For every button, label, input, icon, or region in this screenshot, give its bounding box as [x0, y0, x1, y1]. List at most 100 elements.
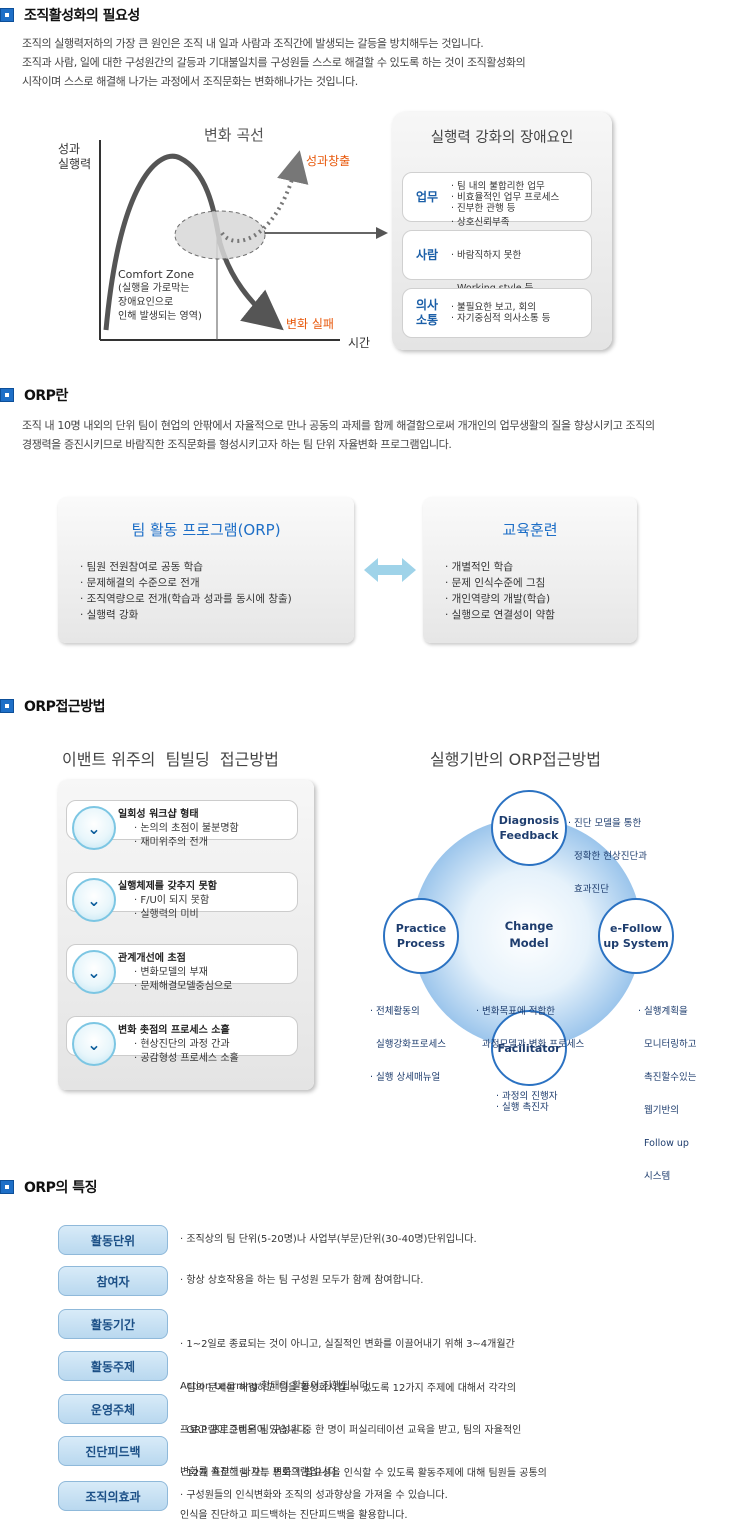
section-title-text: ORP접근방법	[24, 699, 105, 715]
paragraph-line: 조직의 실행력저하의 가장 큰 원인은 조직 내 일과 사람과 조직간에 발생되…	[22, 37, 484, 50]
feature-line: · 1~2일로 종료되는 것이 아니고, 실질적인 변화를 이끌어내기 위해 3…	[180, 1339, 515, 1350]
obstacles-title: 실행력 강화의 장애요인	[430, 130, 574, 146]
y-label-line: 실행력	[58, 157, 92, 171]
approach-item-head: 변화 촛점의 프로세스 소홀	[118, 1025, 230, 1036]
feature-text: · 12개 프로그램 모두 변화의 필요성을 인식할 수 있도록 활동주제에 대…	[180, 1439, 547, 1537]
list-item: · 실행으로 연결성이 약함	[445, 609, 555, 621]
x-axis-label: 시간	[348, 336, 371, 350]
practice-note: · 전체활동의 실행강화프로세스 · 실행 상세매뉴얼	[370, 984, 446, 1094]
feature-line: · 조직상의 팀 단위(5-20명)나 사업부(부문)단위(30-40명)단위입…	[180, 1234, 477, 1245]
feature-line: · 12개 프로그램 모두 변화의 필요성을 인식할 수 있도록 활동주제에 대…	[180, 1468, 547, 1479]
note-line: · 전체활동의	[370, 1006, 420, 1017]
obstacle-row-work: 업무 · 팀 내의 불합리한 업무 · 비효율적인 업무 프로세스 · 진부한 …	[402, 172, 592, 222]
feature-text: · ORP 프로그램은 팀 구성원 중 한 명이 퍼실리테이션 교육을 받고, …	[180, 1396, 521, 1494]
list-item: · 팀원 전원참여로 공동 학습	[80, 561, 203, 573]
note-line: 효과진단	[568, 884, 609, 895]
obstacle-row-communication: 의사 소통 · 불필요한 보고, 회의 · 자기중심적 의사소통 등	[402, 288, 592, 338]
obstacle-items: · 불필요한 보고, 회의 · 자기중심적 의사소통 등	[451, 302, 550, 324]
change-model-center: Change Model	[491, 918, 567, 952]
obstacle-head: 업무	[403, 190, 451, 205]
node-line: Practice	[395, 922, 447, 935]
feature-label: 조직의효과	[58, 1481, 168, 1511]
square-bullet-icon	[0, 1180, 14, 1194]
approach-item-line: · 실행력의 미비	[134, 909, 199, 920]
square-bullet-icon	[0, 699, 14, 713]
approach-item-text: 변화 촛점의 프로세스 소홀 · 현상진단의 과정 간과 · 공감형성 프로세스…	[118, 1024, 239, 1066]
node-line: Model	[509, 936, 549, 950]
node-line: Process	[396, 937, 446, 950]
diagnosis-note: · 진단 모델을 통한 정확한 현상진단과 효과진단	[568, 796, 647, 906]
feature-label: 진단피드백	[58, 1436, 168, 1466]
orp-program-title: 팀 활동 프로그램(ORP)	[131, 521, 281, 539]
feature-line: · ORP 프로그램은 팀 구성원 중 한 명이 퍼실리테이션 교육을 받고, …	[180, 1425, 522, 1436]
training-box: 교육훈련 · 개별적인 학습 · 문제 인식수준에 그침 · 개인역량의 개발(…	[423, 497, 637, 643]
node-line: e-Follow	[610, 922, 662, 935]
list-item: · 조직역량으로 전개(학습과 성과를 동시에 창출)	[80, 593, 292, 605]
approach-item-line: · 재미위주의 전개	[134, 837, 208, 848]
feature-line: 인식을 진단하고 피드백하는 진단피드백을 활용합니다.	[180, 1510, 408, 1521]
comfort-zone-label: Comfort Zone (실행을 가로막는 장애요인으로 인해 발생되는 영역…	[118, 268, 202, 324]
section-title-text: ORP의 특징	[24, 1180, 97, 1196]
orp-program-list: · 팀원 전원참여로 공동 학습 · 문제해결의 수준으로 전개 · 조직역량으…	[80, 559, 292, 623]
section-title-orp: ORP란	[0, 384, 68, 406]
obstacle-head-line: 업무	[415, 189, 439, 204]
approach-item-line: · 문제해결모델중심으로	[134, 981, 233, 992]
feature-line: 변화를 촉진해 나가는 프로그램입니다.	[180, 1467, 340, 1478]
feature-text: · 구성원들의 인식변화와 조직의 성과향상을 가져올 수 있습니다.	[180, 1489, 448, 1503]
feature-line: · 팀의 문제를 해결하고 팀을 활성화시킬 수 있도록 12가지 주제에 대해…	[180, 1383, 517, 1394]
note-line: 과정모델과 변화 프로세스	[476, 1039, 585, 1050]
feature-line: Action Learning 형태의 활동이 진행됩니다.	[180, 1381, 372, 1392]
obstacle-head: 의사 소통	[403, 298, 451, 328]
obstacles-panel: 실행력 강화의 장애요인 업무 · 팀 내의 불합리한 업무 · 비효율적인 업…	[392, 112, 612, 350]
success-label: 성과창출	[306, 154, 351, 168]
note-line: 웹기반의	[638, 1105, 679, 1116]
note-line: · 변화목표에 적합한	[476, 1006, 555, 1017]
orp-paragraph: 조직 내 10명 내외의 단위 팀이 현업의 안팎에서 자율적으로 만나 공동의…	[22, 416, 655, 454]
feature-label: 운영주체	[58, 1394, 168, 1424]
success-curve	[220, 150, 309, 243]
curve-title: 변화 곡선	[204, 126, 264, 144]
obstacle-head-line: 의사	[415, 298, 439, 312]
change-model-note: · 변화목표에 적합한 과정모델과 변화 프로세스	[476, 984, 584, 1061]
obstacle-items: · 팀 내의 불합리한 업무 · 비효율적인 업무 프로세스 · 진부한 관행 …	[451, 181, 559, 214]
node-line: Diagnosis	[498, 814, 560, 827]
section-title-approach: ORP접근방법	[0, 695, 105, 717]
note-line: Follow up	[638, 1138, 689, 1149]
list-item: · 개인역량의 개발(학습)	[445, 593, 551, 605]
note-line: · 실행 촉진자	[496, 1102, 549, 1113]
obstacle-item: · 바람직하지 못한	[451, 249, 522, 261]
paragraph-line: 조직 내 10명 내외의 단위 팀이 현업의 안팎에서 자율적으로 만나 공동의…	[22, 419, 655, 432]
training-list: · 개별적인 학습 · 문제 인식수준에 그침 · 개인역량의 개발(학습) ·…	[445, 559, 555, 623]
facilitator-node: Facilitator	[491, 1010, 567, 1086]
note-line: · 진단 모델을 통한	[568, 818, 642, 829]
list-item: · 개별적인 학습	[445, 561, 513, 573]
e-follow-up-note: · 실행계획을 모니터링하고 촉진할수있는 웹기반의 Follow up 시스템	[638, 984, 696, 1193]
event-approach-panel	[58, 780, 314, 1090]
note-line: 정확한 현상진단과	[568, 851, 647, 862]
event-approach-title: 이밴트 위주의 팀빌딩 접근방법	[62, 750, 279, 769]
section-title-text: 조직활성화의 필요성	[24, 8, 140, 24]
list-item: · 문제 인식수준에 그침	[445, 577, 546, 589]
approach-item-line: · 논의의 초점이 불분명함	[134, 823, 239, 834]
section-title-features: ORP의 특징	[0, 1176, 97, 1198]
feature-label: 참여자	[58, 1266, 168, 1296]
approach-item-text: 실행체제를 갖추지 못함 · F/U이 되지 못함 · 실행력의 미비	[118, 880, 217, 922]
feature-label: 활동단위	[58, 1225, 168, 1255]
approach-item-head: 일회성 워크샵 형태	[118, 809, 199, 820]
obstacle-item: · 진부한 관행 등	[451, 202, 516, 214]
feature-label: 활동주제	[58, 1351, 168, 1381]
note-line: · 과정의 진행자	[496, 1091, 558, 1102]
double-arrow-icon	[364, 558, 416, 582]
approach-item-line: · F/U이 되지 못함	[134, 895, 210, 906]
obstacle-item: · 자기중심적 의사소통 등	[451, 313, 551, 324]
obstacle-item: · 비효율적인 업무 프로세스	[451, 191, 560, 203]
approach-item-head: 실행체제를 갖추지 못함	[118, 881, 217, 892]
approach-item-line: · 공감형성 프로세스 소홀	[134, 1053, 239, 1064]
paragraph-line: 시작이며 스스로 해결해 나가는 과정에서 조직문화는 변화해나가는 것입니다.	[22, 75, 358, 88]
approach-item-line: · 변화모델의 부재	[134, 967, 208, 978]
obstacle-head-line: 소통	[415, 313, 439, 327]
note-line: · 실행계획을	[638, 1006, 688, 1017]
feature-label: 활동기간	[58, 1309, 168, 1339]
